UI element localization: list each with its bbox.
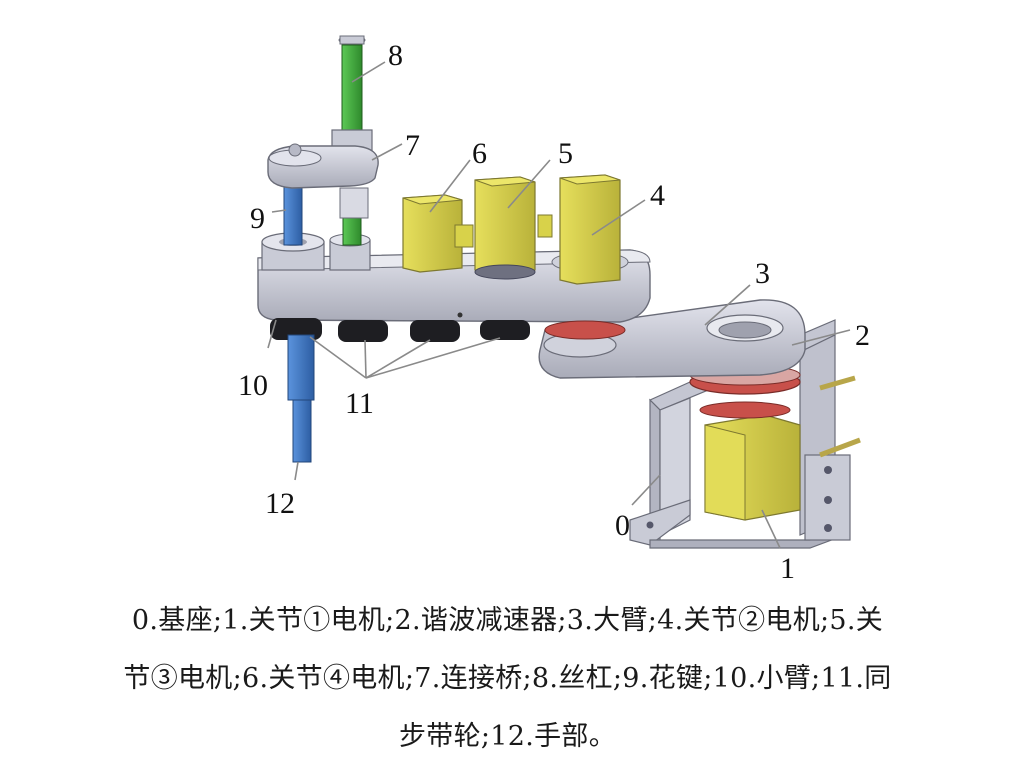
joint1-motor bbox=[699, 401, 801, 521]
caption-line-1: 0.基座;1.关节①电机;2.谐波减速器;3.大臂;4.关节②电机;5.关 bbox=[131, 605, 884, 636]
label-12: 12 bbox=[265, 487, 295, 520]
label-6: 6 bbox=[472, 137, 487, 170]
joint4-motor bbox=[402, 194, 474, 273]
label-10: 10 bbox=[238, 369, 268, 402]
label-4: 4 bbox=[650, 179, 665, 212]
label-2: 2 bbox=[855, 319, 870, 352]
joint3-motor bbox=[474, 176, 553, 280]
label-0: 0 bbox=[615, 509, 630, 542]
lead-screw bbox=[338, 35, 366, 246]
caption-line-2: 节③电机;6.关节④电机;7.连接桥;8.丝杠;9.花键;10.小臂;11.同 bbox=[123, 663, 892, 694]
figure-caption: 0.基座;1.关节①电机;2.谐波减速器;3.大臂;4.关节②电机;5.关 节③… bbox=[0, 592, 1015, 768]
label-11: 11 bbox=[345, 387, 374, 420]
leader-lines bbox=[267, 61, 851, 549]
label-5: 5 bbox=[558, 137, 573, 170]
synchronous-pulleys bbox=[270, 318, 626, 342]
label-1: 1 bbox=[780, 552, 795, 585]
connecting-bridge bbox=[267, 129, 379, 219]
part-labels: 0 1 2 3 4 5 6 7 8 9 10 11 12 bbox=[238, 39, 870, 585]
joint2-motor bbox=[559, 174, 621, 285]
caption-line-3: 步带轮;12.手部。 bbox=[398, 721, 617, 752]
label-9: 9 bbox=[250, 202, 265, 235]
hand bbox=[287, 334, 315, 463]
label-7: 7 bbox=[405, 129, 420, 162]
big-arm bbox=[538, 299, 806, 379]
scara-robot-diagram: 0 1 2 3 4 5 6 7 8 9 10 11 12 bbox=[238, 35, 870, 585]
label-8: 8 bbox=[388, 39, 403, 72]
label-3: 3 bbox=[755, 257, 770, 290]
